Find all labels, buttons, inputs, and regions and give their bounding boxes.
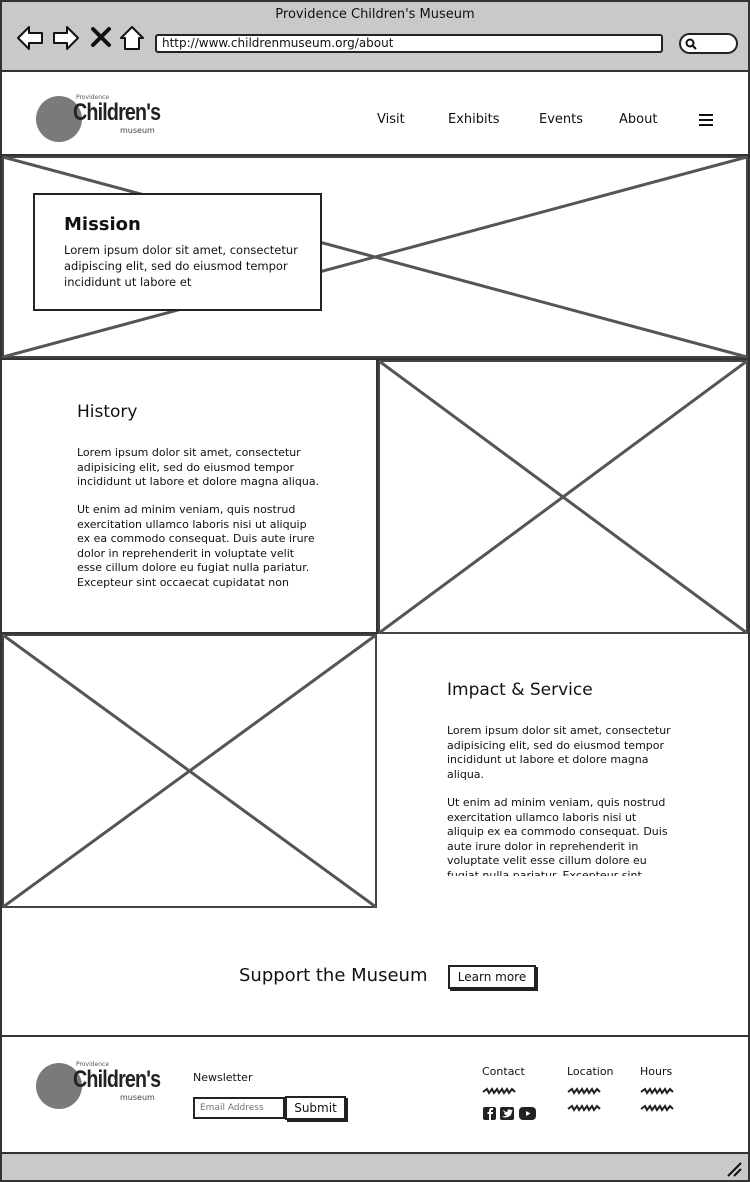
history-paragraph-1: Lorem ipsum dolor sit amet, consectetur … [77, 446, 320, 488]
impact-image-placeholder [2, 634, 377, 908]
logo-small-text: Providence [76, 1061, 110, 1068]
hours-scribble-2 [640, 1104, 674, 1112]
logo-title: Children's [73, 1066, 161, 1093]
location-scribble-2 [567, 1104, 601, 1112]
hours-label: Hours [640, 1065, 673, 1078]
site-footer: Providence Children's museum Newsletter … [2, 1035, 748, 1151]
hours-scribble-1 [640, 1087, 674, 1095]
contact-scribble [482, 1087, 516, 1095]
newsletter-email-input[interactable] [193, 1097, 285, 1119]
mission-text: Lorem ipsum dolor sit amet, consectetur … [64, 243, 298, 289]
logo-small-text: Providence [76, 94, 110, 101]
newsletter-submit-button[interactable]: Submit [285, 1096, 346, 1120]
search-icon [685, 38, 697, 50]
mission-card: Mission Lorem ipsum dolor sit amet, cons… [33, 193, 322, 311]
learn-more-button[interactable]: Learn more [448, 965, 536, 989]
impact-paragraph-1: Lorem ipsum dolor sit amet, consectetur … [447, 724, 671, 781]
browser-search-field[interactable] [679, 33, 738, 54]
close-icon[interactable] [90, 26, 112, 48]
nav-about[interactable]: About [619, 112, 658, 127]
youtube-icon[interactable] [519, 1107, 536, 1120]
hamburger-menu-icon[interactable] [699, 114, 713, 127]
impact-title: Impact & Service [447, 680, 593, 700]
impact-paragraph-2: Ut enim ad minim veniam, quis nostrud ex… [447, 796, 668, 876]
nav-exhibits[interactable]: Exhibits [448, 112, 500, 127]
history-section: History Lorem ipsum dolor sit amet, cons… [2, 360, 378, 634]
history-image-placeholder [378, 360, 748, 634]
site-header: Providence Children's museum Visit Exhib… [2, 74, 748, 156]
support-heading: Support the Museum [239, 965, 428, 986]
nav-events[interactable]: Events [539, 112, 584, 127]
browser-status-bar [2, 1152, 748, 1180]
address-bar[interactable]: http://www.childrenmuseum.org/about [155, 34, 663, 53]
twitter-icon[interactable] [500, 1107, 514, 1120]
history-title: History [77, 402, 138, 422]
logo-subtitle: museum [120, 1093, 155, 1102]
arrow-right-icon[interactable] [52, 24, 80, 52]
contact-label: Contact [482, 1065, 525, 1078]
newsletter-label: Newsletter [193, 1071, 253, 1084]
location-scribble-1 [567, 1087, 601, 1095]
location-label: Location [567, 1065, 614, 1078]
impact-section: Impact & Service Lorem ipsum dolor sit a… [377, 634, 748, 908]
nav-visit[interactable]: Visit [377, 112, 405, 127]
home-icon[interactable] [118, 24, 146, 52]
mission-title: Mission [64, 214, 141, 235]
window-title: Providence Children's Museum [275, 7, 475, 22]
history-paragraph-2: Ut enim ad minim veniam, quis nostrud ex… [77, 503, 315, 589]
resize-grip-icon[interactable] [726, 1161, 742, 1177]
browser-toolbar: Providence Children's Museum http://www.… [2, 2, 748, 72]
logo-subtitle: museum [120, 126, 155, 135]
logo-emblem [36, 96, 82, 142]
logo-title: Children's [73, 99, 161, 126]
facebook-icon[interactable] [483, 1107, 496, 1120]
arrow-left-icon[interactable] [16, 24, 44, 52]
logo-emblem [36, 1063, 82, 1109]
